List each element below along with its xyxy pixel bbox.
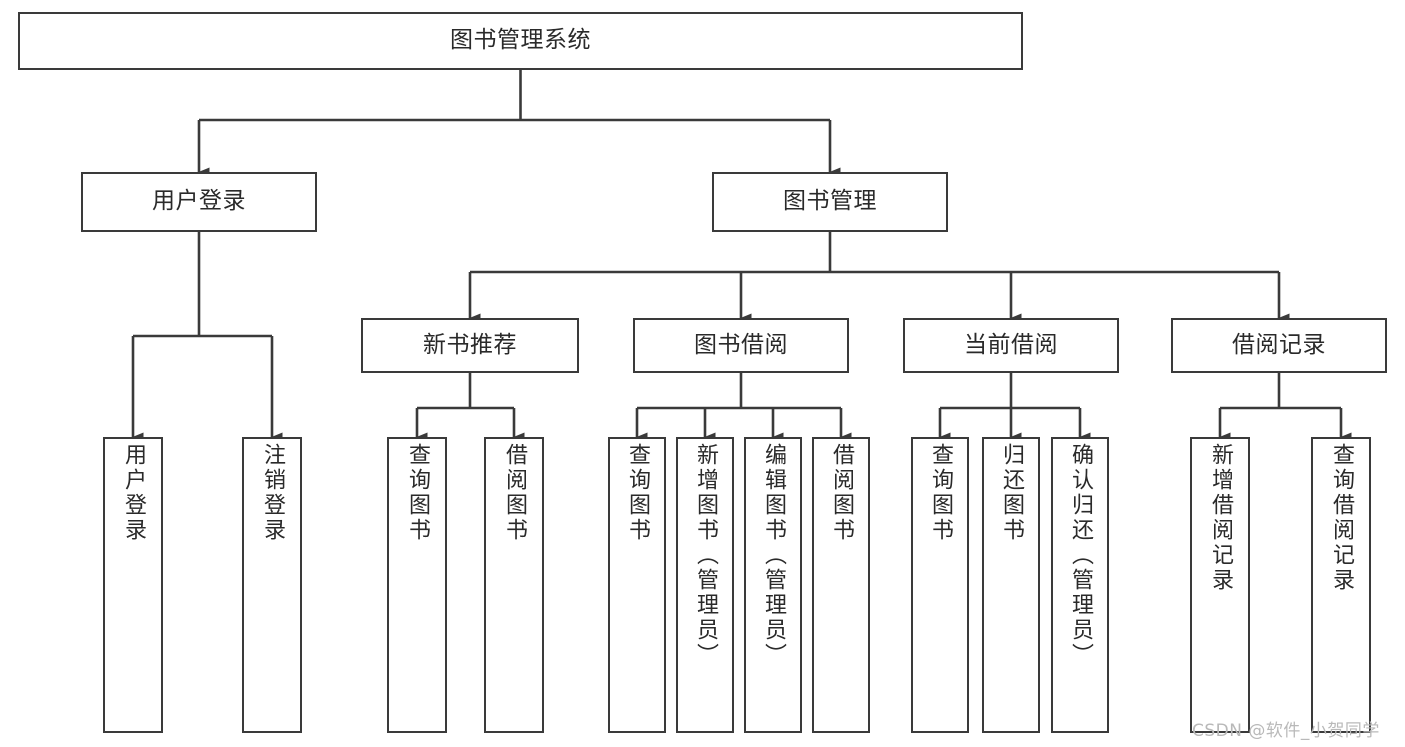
node-leaf-add-borrow-record[interactable]: 新增借阅记录 (1190, 437, 1250, 733)
node-borrow-record[interactable]: 借阅记录 (1171, 318, 1387, 373)
node-leaf-query-book-current[interactable]: 查询图书 (911, 437, 969, 733)
node-leaf-user-logout-label: 注销登录 (260, 443, 285, 543)
node-book-manage-label: 图书管理 (783, 188, 877, 215)
node-root[interactable]: 图书管理系统 (18, 12, 1023, 70)
node-user-login-label: 用户登录 (152, 188, 246, 215)
node-leaf-borrow-book-recommend-label: 借阅图书 (502, 443, 527, 543)
node-leaf-add-borrow-record-label: 新增借阅记录 (1208, 443, 1233, 593)
node-leaf-borrow-book[interactable]: 借阅图书 (812, 437, 870, 733)
node-leaf-confirm-return-admin-label: 确认归还（管理员） (1068, 443, 1093, 668)
node-leaf-query-book-borrow-label: 查询图书 (625, 443, 650, 543)
node-leaf-add-book-admin[interactable]: 新增图书（管理员） (676, 437, 734, 733)
node-leaf-borrow-book-recommend[interactable]: 借阅图书 (484, 437, 544, 733)
node-leaf-edit-book-admin[interactable]: 编辑图书（管理员） (744, 437, 802, 733)
node-leaf-query-book-recommend[interactable]: 查询图书 (387, 437, 447, 733)
node-leaf-query-book-recommend-label: 查询图书 (405, 443, 430, 543)
node-leaf-query-borrow-record[interactable]: 查询借阅记录 (1311, 437, 1371, 733)
node-leaf-query-book-borrow[interactable]: 查询图书 (608, 437, 666, 733)
node-leaf-user-login[interactable]: 用户登录 (103, 437, 163, 733)
node-leaf-query-book-current-label: 查询图书 (928, 443, 953, 543)
node-leaf-user-login-label: 用户登录 (121, 443, 146, 543)
node-book-borrow-label: 图书借阅 (694, 331, 788, 358)
node-book-manage[interactable]: 图书管理 (712, 172, 948, 232)
node-user-login[interactable]: 用户登录 (81, 172, 317, 232)
csdn-watermark: CSDN @软件_小贺同学 (1192, 721, 1380, 741)
node-book-borrow[interactable]: 图书借阅 (633, 318, 849, 373)
node-leaf-borrow-book-label: 借阅图书 (829, 443, 854, 543)
node-new-book-recommend-label: 新书推荐 (423, 331, 517, 358)
node-new-book-recommend[interactable]: 新书推荐 (361, 318, 579, 373)
node-leaf-query-borrow-record-label: 查询借阅记录 (1329, 443, 1354, 593)
node-leaf-edit-book-admin-label: 编辑图书（管理员） (761, 443, 786, 668)
node-root-label: 图书管理系统 (450, 27, 591, 54)
node-current-borrow-label: 当前借阅 (964, 331, 1058, 358)
node-leaf-return-book[interactable]: 归还图书 (982, 437, 1040, 733)
node-leaf-add-book-admin-label: 新增图书（管理员） (693, 443, 718, 668)
node-leaf-user-logout[interactable]: 注销登录 (242, 437, 302, 733)
node-borrow-record-label: 借阅记录 (1232, 331, 1326, 358)
node-leaf-return-book-label: 归还图书 (999, 443, 1024, 543)
node-leaf-confirm-return-admin[interactable]: 确认归还（管理员） (1051, 437, 1109, 733)
node-current-borrow[interactable]: 当前借阅 (903, 318, 1119, 373)
